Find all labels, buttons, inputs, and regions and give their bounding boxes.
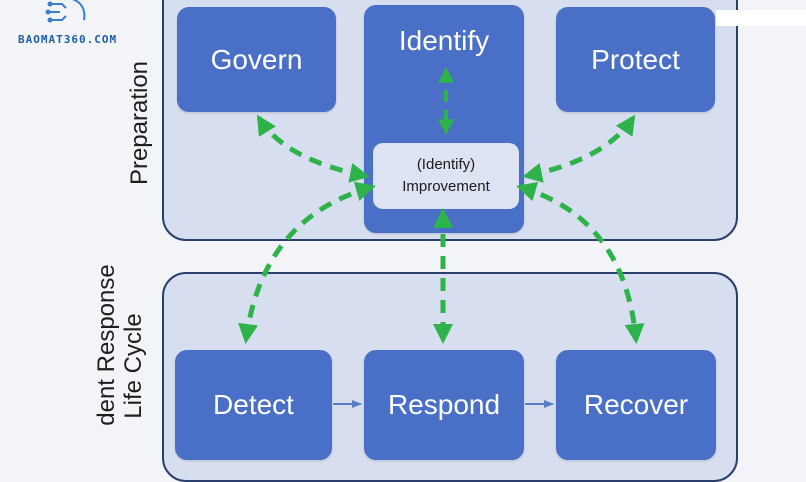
improvement-detect-arrow [238,181,376,344]
protect-label: Protect [591,43,680,75]
background-patch [716,10,806,26]
circuit-shield-logo-icon [45,0,86,23]
recover-label: Recover [583,389,689,420]
detect-label: Detect [213,389,294,420]
improvement-line1: (Identify) [416,156,476,173]
improvement-recover-arrow [516,181,645,344]
arrows-layer [238,66,645,408]
protect-improvement-arrow [522,114,636,183]
improvement-line2: Improvement [402,178,490,195]
logo-text: BAOMAT360.COM [18,33,118,46]
govern-improvement-arrow [256,114,370,183]
protect-box: Protect [556,7,715,112]
govern-label: Govern [210,43,303,75]
improvement-box: (Identify) Improvement [373,143,519,209]
identify-label: Identify [398,25,490,56]
govern-box: Govern [177,7,336,112]
respond-label: Respond [387,389,501,420]
